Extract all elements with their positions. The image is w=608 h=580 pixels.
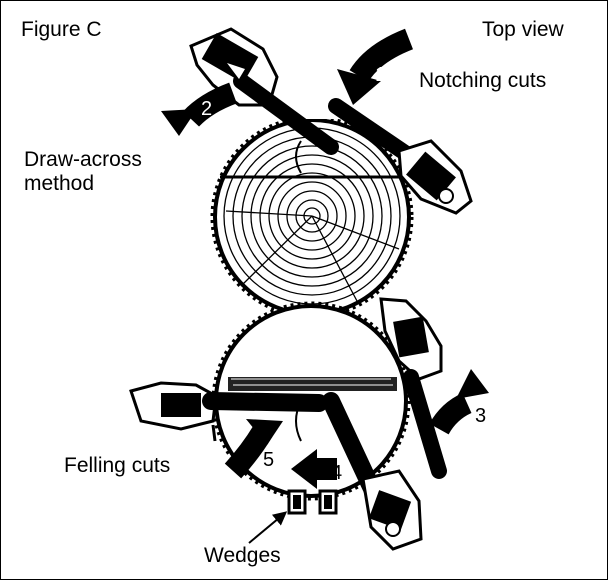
step-5-number: 5 [263,449,274,471]
wedges-graphic [249,491,336,543]
step-1-number: 1 [375,64,386,86]
step-2-number: 2 [201,98,212,120]
step-3-number: 3 [475,405,486,427]
top-log-cross-section [212,76,412,317]
step-4-number: 4 [331,462,342,484]
